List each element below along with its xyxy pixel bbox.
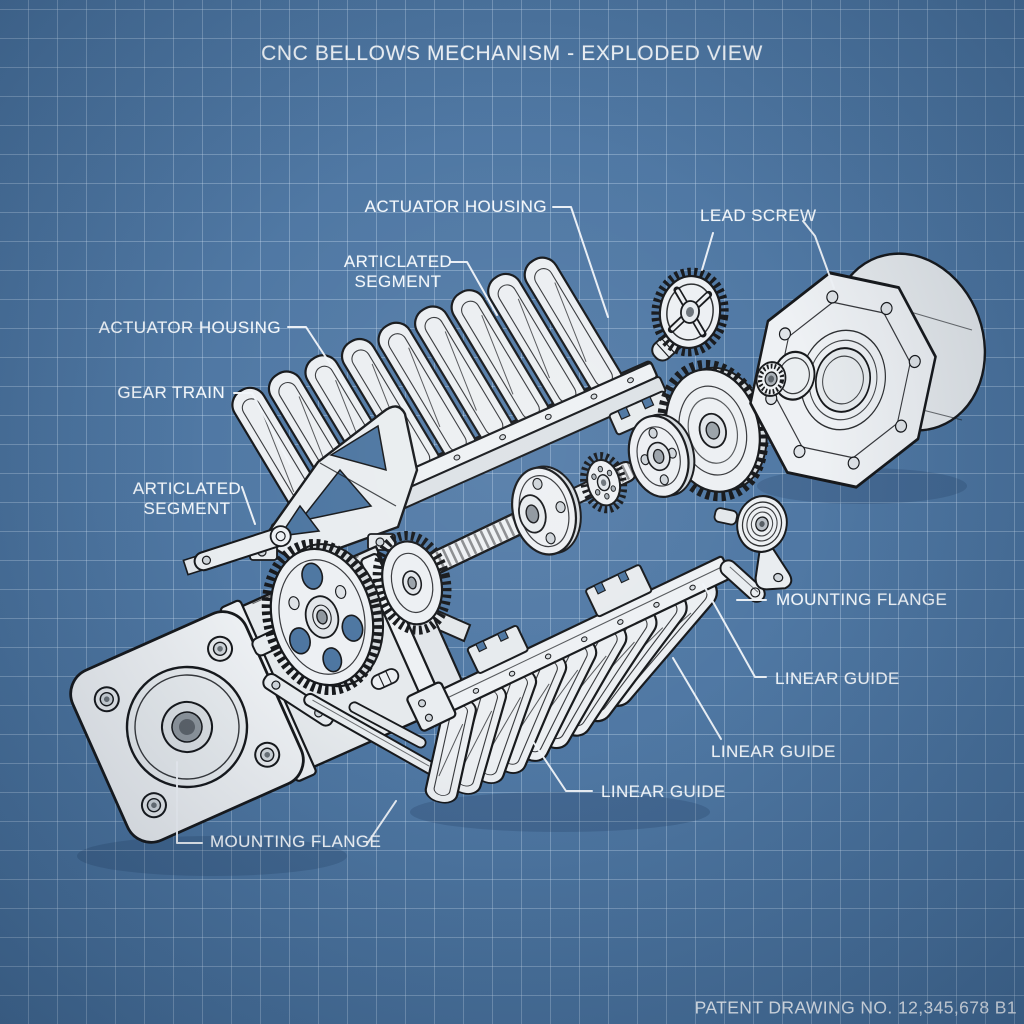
callout-mounting-flange-bottom: MOUNTING FLANGE xyxy=(210,832,382,851)
callout-linear-guide-right-1: LINEAR GUIDE xyxy=(775,669,900,688)
gearbox-housing xyxy=(749,252,987,489)
bearing-bracket xyxy=(713,495,793,591)
spur-gear-small xyxy=(580,452,628,514)
leader-line xyxy=(241,486,256,525)
leader-line xyxy=(802,220,835,289)
leader-line xyxy=(233,392,291,465)
leader-line xyxy=(533,742,593,792)
leader-line xyxy=(702,583,767,678)
callout-gear-train: GEAR TRAIN xyxy=(117,383,225,402)
callout-mounting-flange-right: MOUNTING FLANGE xyxy=(776,590,948,609)
gear-train-assembly xyxy=(251,359,786,696)
leader-line xyxy=(552,206,609,318)
lead-screw-gear xyxy=(651,267,729,357)
callout-articlated-segment-left: ARTICLATED SEGMENT xyxy=(132,479,242,518)
patent-number: PATENT DRAWING NO. 12,345,678 B1 xyxy=(694,997,1017,1018)
gear-medium xyxy=(372,531,452,635)
callout-actuator-housing-left: ACTUATOR HOUSING xyxy=(98,318,281,337)
callout-linear-guide-right-2: LINEAR GUIDE xyxy=(711,742,836,761)
leader-line xyxy=(366,800,397,845)
flanged-disc-right xyxy=(627,413,696,498)
callout-linear-guide-bottom: LINEAR GUIDE xyxy=(601,782,726,801)
lower-linkage xyxy=(262,668,438,775)
articulated-arm xyxy=(182,525,292,576)
callout-articlated-segment-top: ARTICLATED SEGMENT xyxy=(343,252,453,291)
drawing-title: CNC BELLOWS MECHANISM - EXPLODED VIEW xyxy=(261,42,763,65)
leader-line xyxy=(287,326,349,392)
leader-line xyxy=(701,232,714,271)
leader-line xyxy=(672,657,722,740)
part-shadows xyxy=(77,468,967,876)
callout-lead-screw: LEAD SCREW xyxy=(700,206,817,225)
leader-line xyxy=(449,261,498,316)
flanged-disc-center xyxy=(511,465,582,556)
lower-bellows-assembly xyxy=(406,555,733,807)
flange-screw-holes xyxy=(93,635,281,819)
callout-actuator-housing-top: ACTUATOR HOUSING xyxy=(364,197,547,216)
leader-line xyxy=(176,761,203,844)
gear-large-left xyxy=(261,538,385,696)
